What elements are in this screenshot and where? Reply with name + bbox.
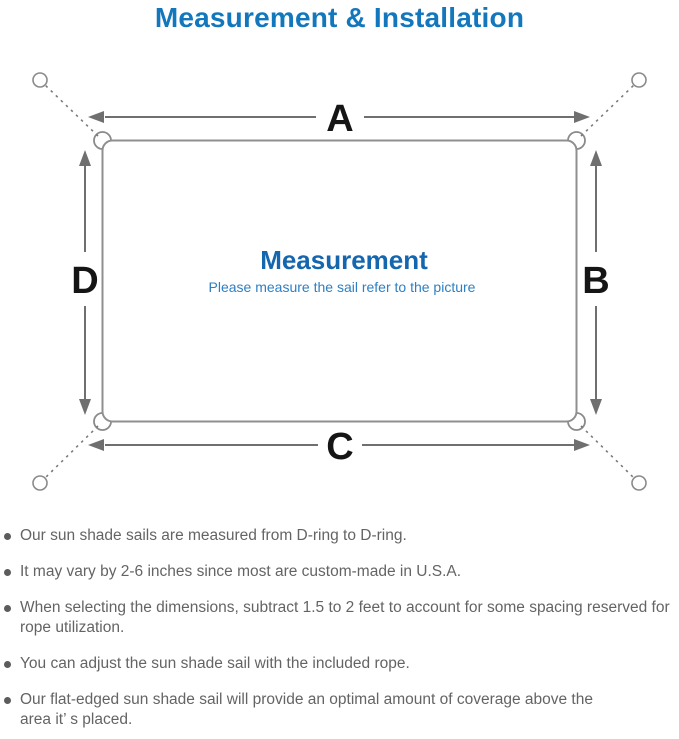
bullet-icon xyxy=(4,532,11,540)
bullet-icon xyxy=(4,568,11,576)
arrowhead-left-icon xyxy=(88,111,104,123)
note-text: Our sun shade sails are measured from D-… xyxy=(20,527,407,544)
note-text: You can adjust the sun shade sail with t… xyxy=(20,655,410,672)
sail-outline xyxy=(101,139,578,423)
anchor-point-icon xyxy=(32,72,48,88)
list-item: Our flat-edged sun shade sail will provi… xyxy=(3,690,628,730)
page-title: Measurement & Installation xyxy=(154,2,525,33)
anchor-points xyxy=(32,72,647,491)
arrowhead-right-icon xyxy=(574,439,590,451)
dim-label-d: D xyxy=(71,260,98,302)
note-text: Our flat-edged sun shade sail will provi… xyxy=(20,691,593,728)
arrowhead-up-icon xyxy=(79,150,91,166)
height-arrow-right xyxy=(590,150,602,415)
height-arrow-left xyxy=(79,150,91,415)
rope-line xyxy=(44,84,99,137)
width-arrow-bottom xyxy=(88,439,590,451)
bullet-icon xyxy=(4,604,11,612)
diagram-center-title: Measurement xyxy=(260,245,428,275)
list-item: It may vary by 2-6 inches since most are… xyxy=(3,562,671,582)
dim-label-b: B xyxy=(582,260,609,302)
measurement-diagram: A B C D Measurement Please measure the s… xyxy=(32,72,647,491)
dim-label-a: A xyxy=(326,98,353,140)
rope-line xyxy=(580,84,635,137)
arrowhead-down-icon xyxy=(79,399,91,415)
notes-list: Our sun shade sails are measured from D-… xyxy=(3,526,671,739)
dim-label-c: C xyxy=(326,426,353,468)
arrowhead-down-icon xyxy=(590,399,602,415)
width-arrow-top xyxy=(88,111,590,123)
list-item: When selecting the dimensions, subtract … xyxy=(3,598,671,638)
bullet-icon xyxy=(4,660,11,668)
arrowhead-left-icon xyxy=(88,439,104,451)
bullet-icon xyxy=(4,696,11,704)
anchor-point-icon xyxy=(631,72,647,88)
arrowhead-up-icon xyxy=(590,150,602,166)
arrowhead-right-icon xyxy=(574,111,590,123)
rope-line xyxy=(580,425,635,479)
anchor-point-icon xyxy=(631,475,647,491)
diagram-center-subtitle: Please measure the sail refer to the pic… xyxy=(209,279,476,295)
rope-dashed-lines xyxy=(44,84,635,479)
anchor-point-icon xyxy=(32,475,48,491)
list-item: You can adjust the sun shade sail with t… xyxy=(3,654,671,674)
list-item: Our sun shade sails are measured from D-… xyxy=(3,526,671,546)
rope-line xyxy=(44,425,99,479)
note-text: It may vary by 2-6 inches since most are… xyxy=(20,563,462,580)
note-text: When selecting the dimensions, subtract … xyxy=(20,599,670,636)
